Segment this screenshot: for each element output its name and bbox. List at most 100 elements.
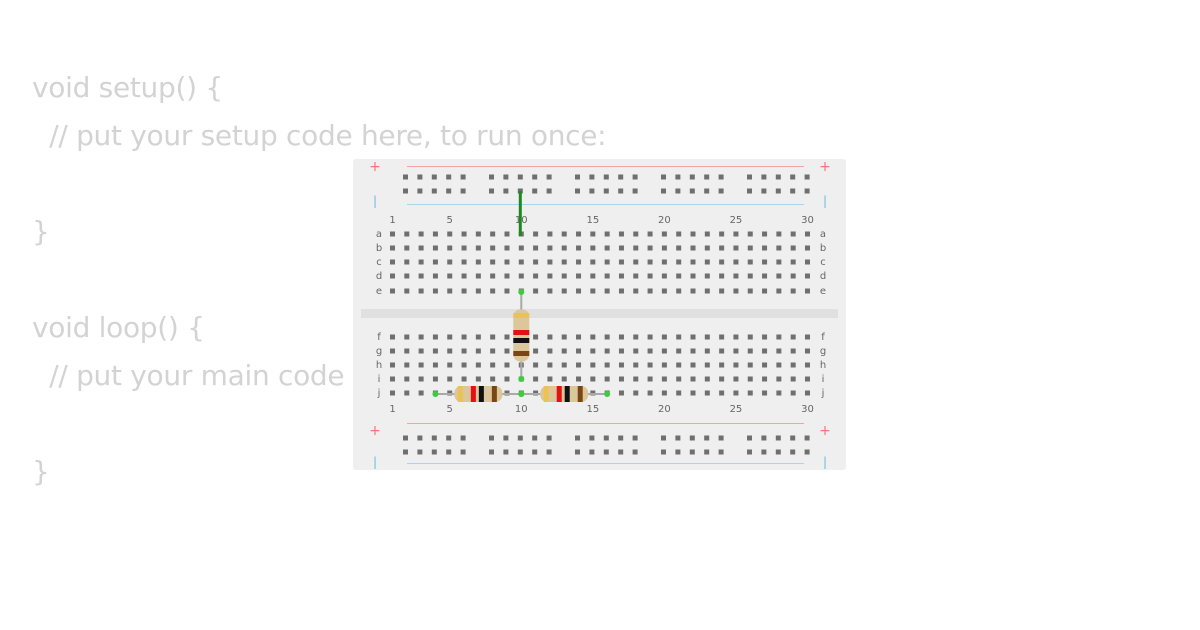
breadboard-hole[interactable]	[504, 334, 510, 340]
breadboard-hole[interactable]	[618, 288, 624, 294]
breadboard-hole[interactable]	[547, 259, 553, 265]
breadboard-hole[interactable]	[647, 245, 653, 251]
breadboard-hole[interactable]	[733, 259, 739, 265]
resistor[interactable]	[513, 289, 530, 382]
breadboard-hole[interactable]	[690, 273, 696, 279]
breadboard-hole[interactable]	[390, 245, 395, 251]
breadboard-hole[interactable]	[418, 376, 424, 382]
breadboard-hole[interactable]	[719, 231, 725, 237]
breadboard-hole[interactable]	[576, 362, 582, 368]
breadboard-hole[interactable]	[390, 362, 395, 368]
breadboard-hole[interactable]	[647, 288, 653, 294]
breadboard-hole[interactable]	[576, 245, 582, 251]
breadboard-hole[interactable]	[704, 273, 710, 279]
rail-hole[interactable]	[503, 174, 509, 180]
circuit-components[interactable]	[432, 191, 611, 402]
rail-hole[interactable]	[675, 188, 681, 194]
breadboard-hole[interactable]	[804, 288, 810, 294]
breadboard-hole[interactable]	[604, 334, 610, 340]
rail-hole[interactable]	[446, 435, 452, 441]
breadboard-hole[interactable]	[504, 376, 510, 382]
breadboard-hole[interactable]	[533, 376, 539, 382]
breadboard-hole[interactable]	[647, 376, 653, 382]
breadboard-hole[interactable]	[561, 288, 567, 294]
breadboard-hole[interactable]	[504, 273, 510, 279]
rail-hole[interactable]	[460, 449, 466, 455]
breadboard-hole[interactable]	[547, 348, 553, 354]
breadboard-hole[interactable]	[590, 334, 596, 340]
breadboard-hole[interactable]	[747, 259, 753, 265]
breadboard-hole[interactable]	[661, 348, 667, 354]
breadboard-hole[interactable]	[776, 231, 782, 237]
breadboard-hole[interactable]	[676, 390, 682, 396]
breadboard-holes[interactable]	[390, 174, 810, 455]
rail-hole[interactable]	[589, 174, 595, 180]
breadboard-hole[interactable]	[475, 376, 481, 382]
breadboard-hole[interactable]	[404, 259, 410, 265]
rail-hole[interactable]	[460, 435, 466, 441]
breadboard-hole[interactable]	[604, 288, 610, 294]
breadboard-hole[interactable]	[547, 362, 553, 368]
breadboard-hole[interactable]	[661, 334, 667, 340]
breadboard-hole[interactable]	[747, 334, 753, 340]
breadboard-hole[interactable]	[690, 348, 696, 354]
breadboard-hole[interactable]	[390, 273, 395, 279]
breadboard-hole[interactable]	[733, 376, 739, 382]
breadboard-hole[interactable]	[661, 362, 667, 368]
rail-hole[interactable]	[589, 188, 595, 194]
rail-hole[interactable]	[532, 174, 538, 180]
breadboard-hole[interactable]	[719, 288, 725, 294]
breadboard-hole[interactable]	[404, 390, 410, 396]
rail-hole[interactable]	[704, 435, 710, 441]
breadboard-hole[interactable]	[633, 245, 639, 251]
rail-hole[interactable]	[403, 174, 408, 180]
rail-hole[interactable]	[603, 435, 609, 441]
breadboard-hole[interactable]	[633, 273, 639, 279]
rail-hole[interactable]	[790, 449, 796, 455]
breadboard-hole[interactable]	[432, 231, 438, 237]
rail-hole[interactable]	[431, 174, 437, 180]
rail-hole[interactable]	[718, 188, 724, 194]
breadboard-hole[interactable]	[790, 376, 796, 382]
breadboard-hole[interactable]	[719, 334, 725, 340]
breadboard-hole[interactable]	[804, 231, 810, 237]
breadboard-hole[interactable]	[576, 273, 582, 279]
breadboard-hole[interactable]	[590, 259, 596, 265]
rail-hole[interactable]	[618, 435, 624, 441]
breadboard-canvas[interactable]: ++++|||| 115510101515202025253030aabbccd…	[353, 159, 846, 470]
breadboard-hole[interactable]	[461, 376, 467, 382]
breadboard-hole[interactable]	[690, 334, 696, 340]
rail-hole[interactable]	[675, 435, 681, 441]
breadboard-hole[interactable]	[418, 245, 424, 251]
breadboard-hole[interactable]	[618, 376, 624, 382]
breadboard-hole[interactable]	[561, 259, 567, 265]
breadboard-hole[interactable]	[547, 376, 553, 382]
rail-hole[interactable]	[417, 174, 423, 180]
breadboard-hole[interactable]	[533, 362, 539, 368]
breadboard-hole[interactable]	[690, 390, 696, 396]
breadboard-hole[interactable]	[418, 231, 424, 237]
breadboard-hole[interactable]	[576, 376, 582, 382]
rail-hole[interactable]	[431, 188, 437, 194]
breadboard-hole[interactable]	[590, 231, 596, 237]
rail-hole[interactable]	[704, 449, 710, 455]
rail-hole[interactable]	[618, 174, 624, 180]
breadboard-hole[interactable]	[776, 245, 782, 251]
rail-hole[interactable]	[489, 174, 494, 180]
breadboard-hole[interactable]	[561, 231, 567, 237]
breadboard-hole[interactable]	[618, 231, 624, 237]
rail-hole[interactable]	[689, 435, 695, 441]
breadboard-hole[interactable]	[390, 390, 395, 396]
breadboard-hole[interactable]	[618, 273, 624, 279]
breadboard-hole[interactable]	[676, 362, 682, 368]
rail-hole[interactable]	[446, 449, 452, 455]
breadboard-hole[interactable]	[633, 362, 639, 368]
breadboard-hole[interactable]	[762, 245, 768, 251]
rail-hole[interactable]	[446, 188, 452, 194]
breadboard-hole[interactable]	[475, 273, 481, 279]
rail-hole[interactable]	[546, 174, 552, 180]
breadboard-hole[interactable]	[747, 288, 753, 294]
rail-hole[interactable]	[661, 435, 666, 441]
breadboard-hole[interactable]	[461, 288, 467, 294]
breadboard-hole[interactable]	[475, 348, 481, 354]
